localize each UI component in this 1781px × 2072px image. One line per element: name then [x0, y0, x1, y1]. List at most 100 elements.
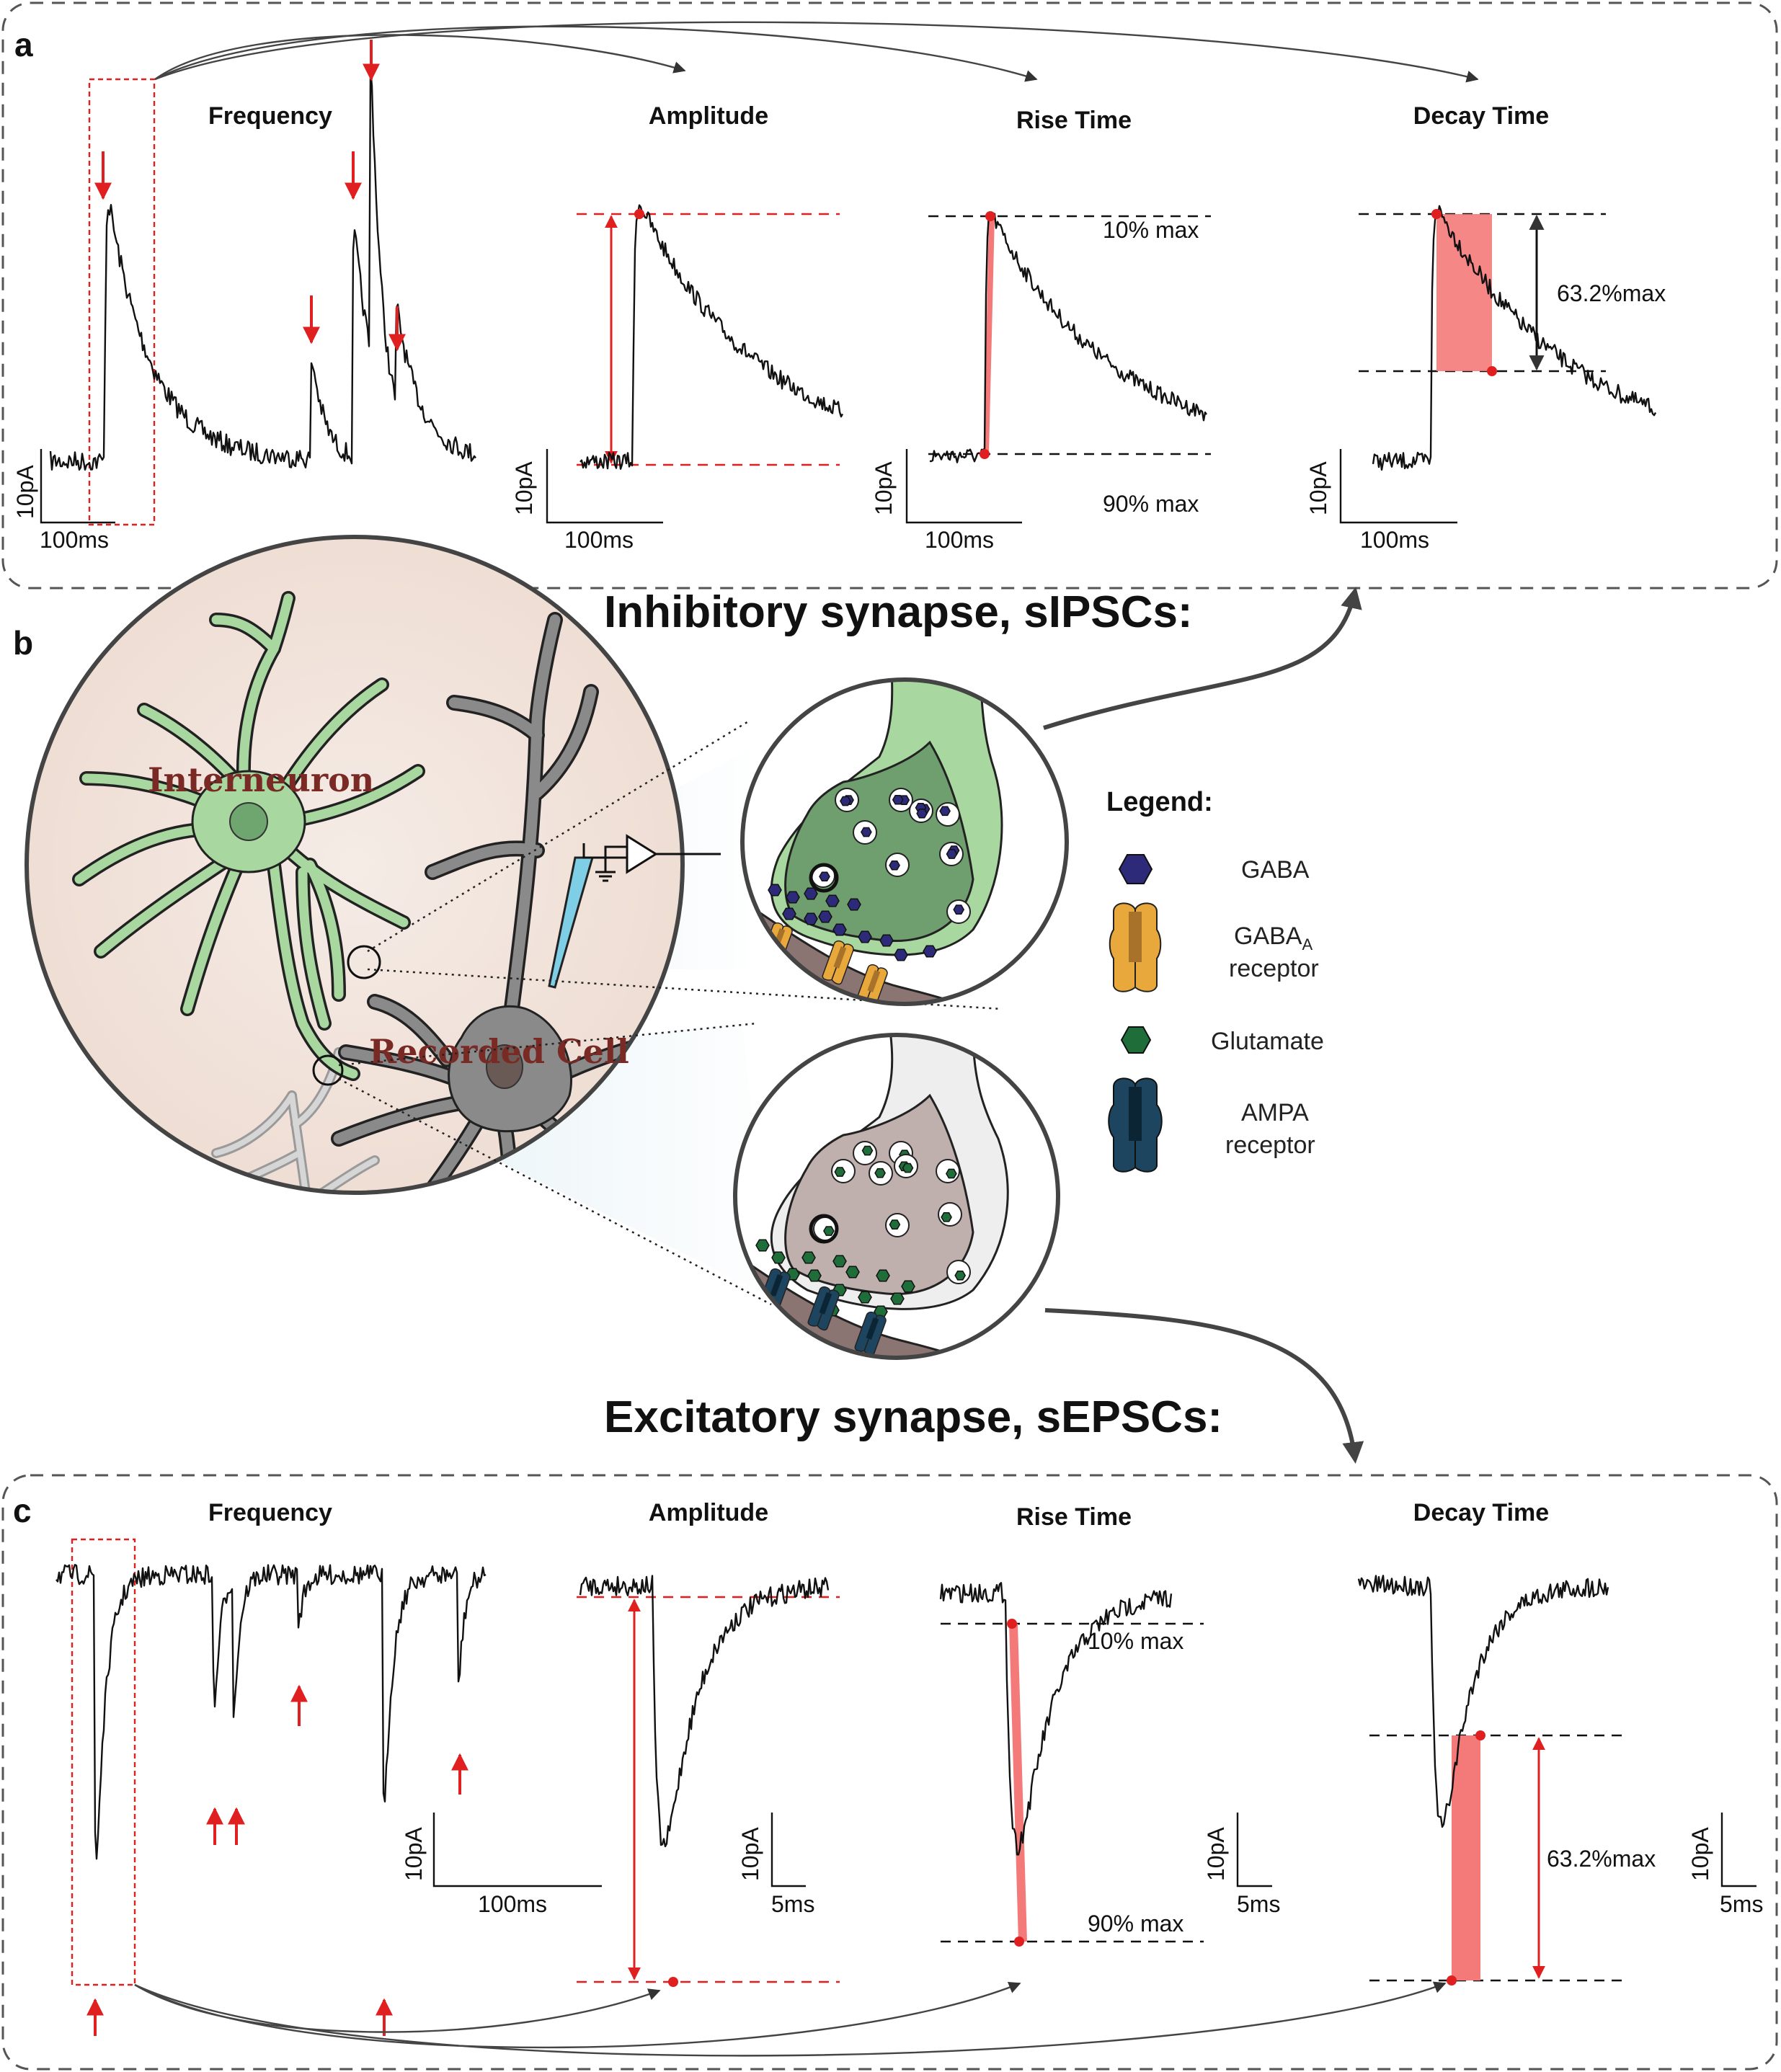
panel-c-letter: c: [13, 1492, 32, 1529]
glutamate-molecule: [771, 1251, 786, 1264]
panel-b-letter: b: [13, 624, 33, 662]
legend-ampa: AMPA: [1241, 1099, 1309, 1126]
excitatory-title: Excitatory synapse, sEPSCs:: [604, 1392, 1222, 1442]
a-rise-top-dot: [985, 211, 995, 221]
receptor: [856, 964, 888, 1004]
c-decay-bottom-dot: [1475, 1730, 1485, 1740]
c-amp-scalebar: [770, 1813, 806, 1888]
gaba-molecule: [861, 827, 872, 837]
glutamate-molecule: [876, 1269, 890, 1282]
panel-c-frame: [1, 1474, 1778, 2071]
a-rise-bottom-label: 90% max: [1103, 491, 1199, 517]
recorded-cell-label: Recorded Cell: [369, 1032, 629, 1071]
c-rise-trace: [939, 1582, 1173, 1856]
legend-gaba-a: GABAA: [1234, 922, 1313, 953]
gaba-molecule: [892, 794, 904, 805]
glutamate-molecule: [832, 1255, 847, 1268]
a-freq-scale-x: 100ms: [40, 527, 109, 553]
inhibitory-synapse-zoom: [740, 677, 1069, 1006]
legend-ampa-receptor: receptor: [1225, 1131, 1315, 1159]
a-link-arrow-rise: [154, 25, 1038, 82]
c-rise-top-label: 10% max: [1088, 1628, 1183, 1654]
a-amp-scale-y: 10pA: [511, 461, 537, 515]
synapse-marker-inhibitory: [347, 945, 381, 979]
panel-a-letter: a: [14, 26, 33, 63]
gaba-molecule: [923, 945, 937, 958]
c-link-arrow-decay: [134, 1981, 1447, 2057]
interneuron-label: Interneuron: [148, 760, 374, 799]
docked-vesicle: [809, 863, 839, 893]
a-amplitude-trace: [579, 204, 844, 470]
c-rise-scale-y: 10pA: [1203, 1827, 1229, 1881]
amplifier-icon: [582, 834, 721, 882]
a-link-arrow-decay: [154, 21, 1479, 83]
c-freq-scalebar: [432, 1813, 602, 1888]
glutamate-molecule: [941, 1212, 952, 1222]
c-decay-trace: [1357, 1575, 1609, 1828]
gaba-molecule: [840, 796, 851, 806]
gaba-molecule: [946, 849, 958, 859]
a-event-arrows: [94, 40, 406, 352]
gaba-molecule: [786, 891, 800, 904]
glutamate-molecule: [902, 1162, 914, 1173]
interneuron: [72, 591, 425, 1081]
gaba-a-receptor-icon: [1109, 902, 1162, 992]
a-amp-scale-x: 100ms: [564, 527, 634, 553]
recorded-cell: [312, 612, 683, 1193]
c-decay-shade: [1452, 1735, 1480, 1980]
gaba-molecule: [818, 910, 832, 923]
gaba-molecule: [953, 904, 965, 915]
interneuron-nucleus: [229, 802, 268, 841]
a-freq-scalebar: [40, 449, 115, 524]
inhibitory-title: Inhibitory synapse, sIPSCs:: [604, 587, 1193, 637]
c-decay-scale-x: 5ms: [1720, 1891, 1763, 1917]
glutamate-molecule: [807, 1269, 822, 1282]
a-decay-label: 63.2%max: [1557, 280, 1666, 306]
gaba-icon: [1118, 854, 1153, 884]
a-rise-bottom-dot: [980, 449, 990, 459]
docked-vesicle: [809, 1214, 839, 1244]
glutamate-vesicles: [809, 1141, 971, 1284]
panel-c: c Frequency Amplitude Rise Time Decay Ti…: [1, 1474, 1778, 2071]
legend-gaba-a-receptor: receptor: [1229, 955, 1319, 982]
gaba-molecule: [768, 884, 782, 897]
a-decay-scalebar: [1339, 449, 1457, 524]
synapse-marker-excitatory: [312, 1054, 344, 1086]
c-event-arrows: [86, 1684, 468, 2036]
legend-title: Legend:: [1106, 787, 1213, 817]
c-rise-bottom-label: 90% max: [1088, 1911, 1183, 1937]
glutamate-molecule: [861, 1145, 874, 1156]
c-title-amplitude: Amplitude: [649, 1499, 768, 1526]
glutamate-molecule: [755, 1239, 770, 1252]
gaba-a-receptors: [760, 922, 888, 1004]
glutamate-molecule: [954, 1270, 967, 1281]
glutamate-icon: [1120, 1026, 1152, 1054]
c-decay-scale-y: 10pA: [1687, 1827, 1713, 1881]
c-freq-scale-y: 10pA: [401, 1827, 427, 1881]
gaba-molecule: [782, 907, 796, 920]
c-amp-peak-dot: [668, 1977, 678, 1987]
legend-gaba: GABA: [1241, 856, 1310, 884]
tissue-circle: [25, 535, 685, 1195]
glutamate-molecule: [946, 1168, 957, 1179]
gaba-molecule: [916, 808, 928, 819]
a-selection-box: [88, 78, 156, 526]
a-rise-scale-x: 100ms: [925, 527, 994, 553]
glutamate-molecule: [890, 1292, 905, 1305]
a-rise-top-label: 10% max: [1103, 217, 1199, 243]
gaba-molecule: [804, 887, 818, 900]
legend: Legend: GABA GABAA receptor Glutamate AM…: [1106, 787, 1324, 1173]
c-link-arrow-amplitude: [134, 1983, 661, 2033]
glutamate-molecule: [901, 1280, 915, 1293]
c-title-rise-time: Rise Time: [1016, 1503, 1132, 1531]
a-rise-scale-y: 10pA: [871, 461, 897, 515]
c-frequency-trace: [55, 1564, 487, 1860]
excitatory-arrow: [1044, 1308, 1364, 1464]
a-rise-shade: [984, 216, 995, 454]
c-link-arrow-rise: [134, 1981, 1021, 2049]
glutamate-molecule: [823, 1226, 835, 1236]
a-title-amplitude: Amplitude: [649, 102, 768, 130]
a-decay-scale-y: 10pA: [1305, 461, 1331, 515]
glutamate-molecule: [874, 1168, 886, 1178]
